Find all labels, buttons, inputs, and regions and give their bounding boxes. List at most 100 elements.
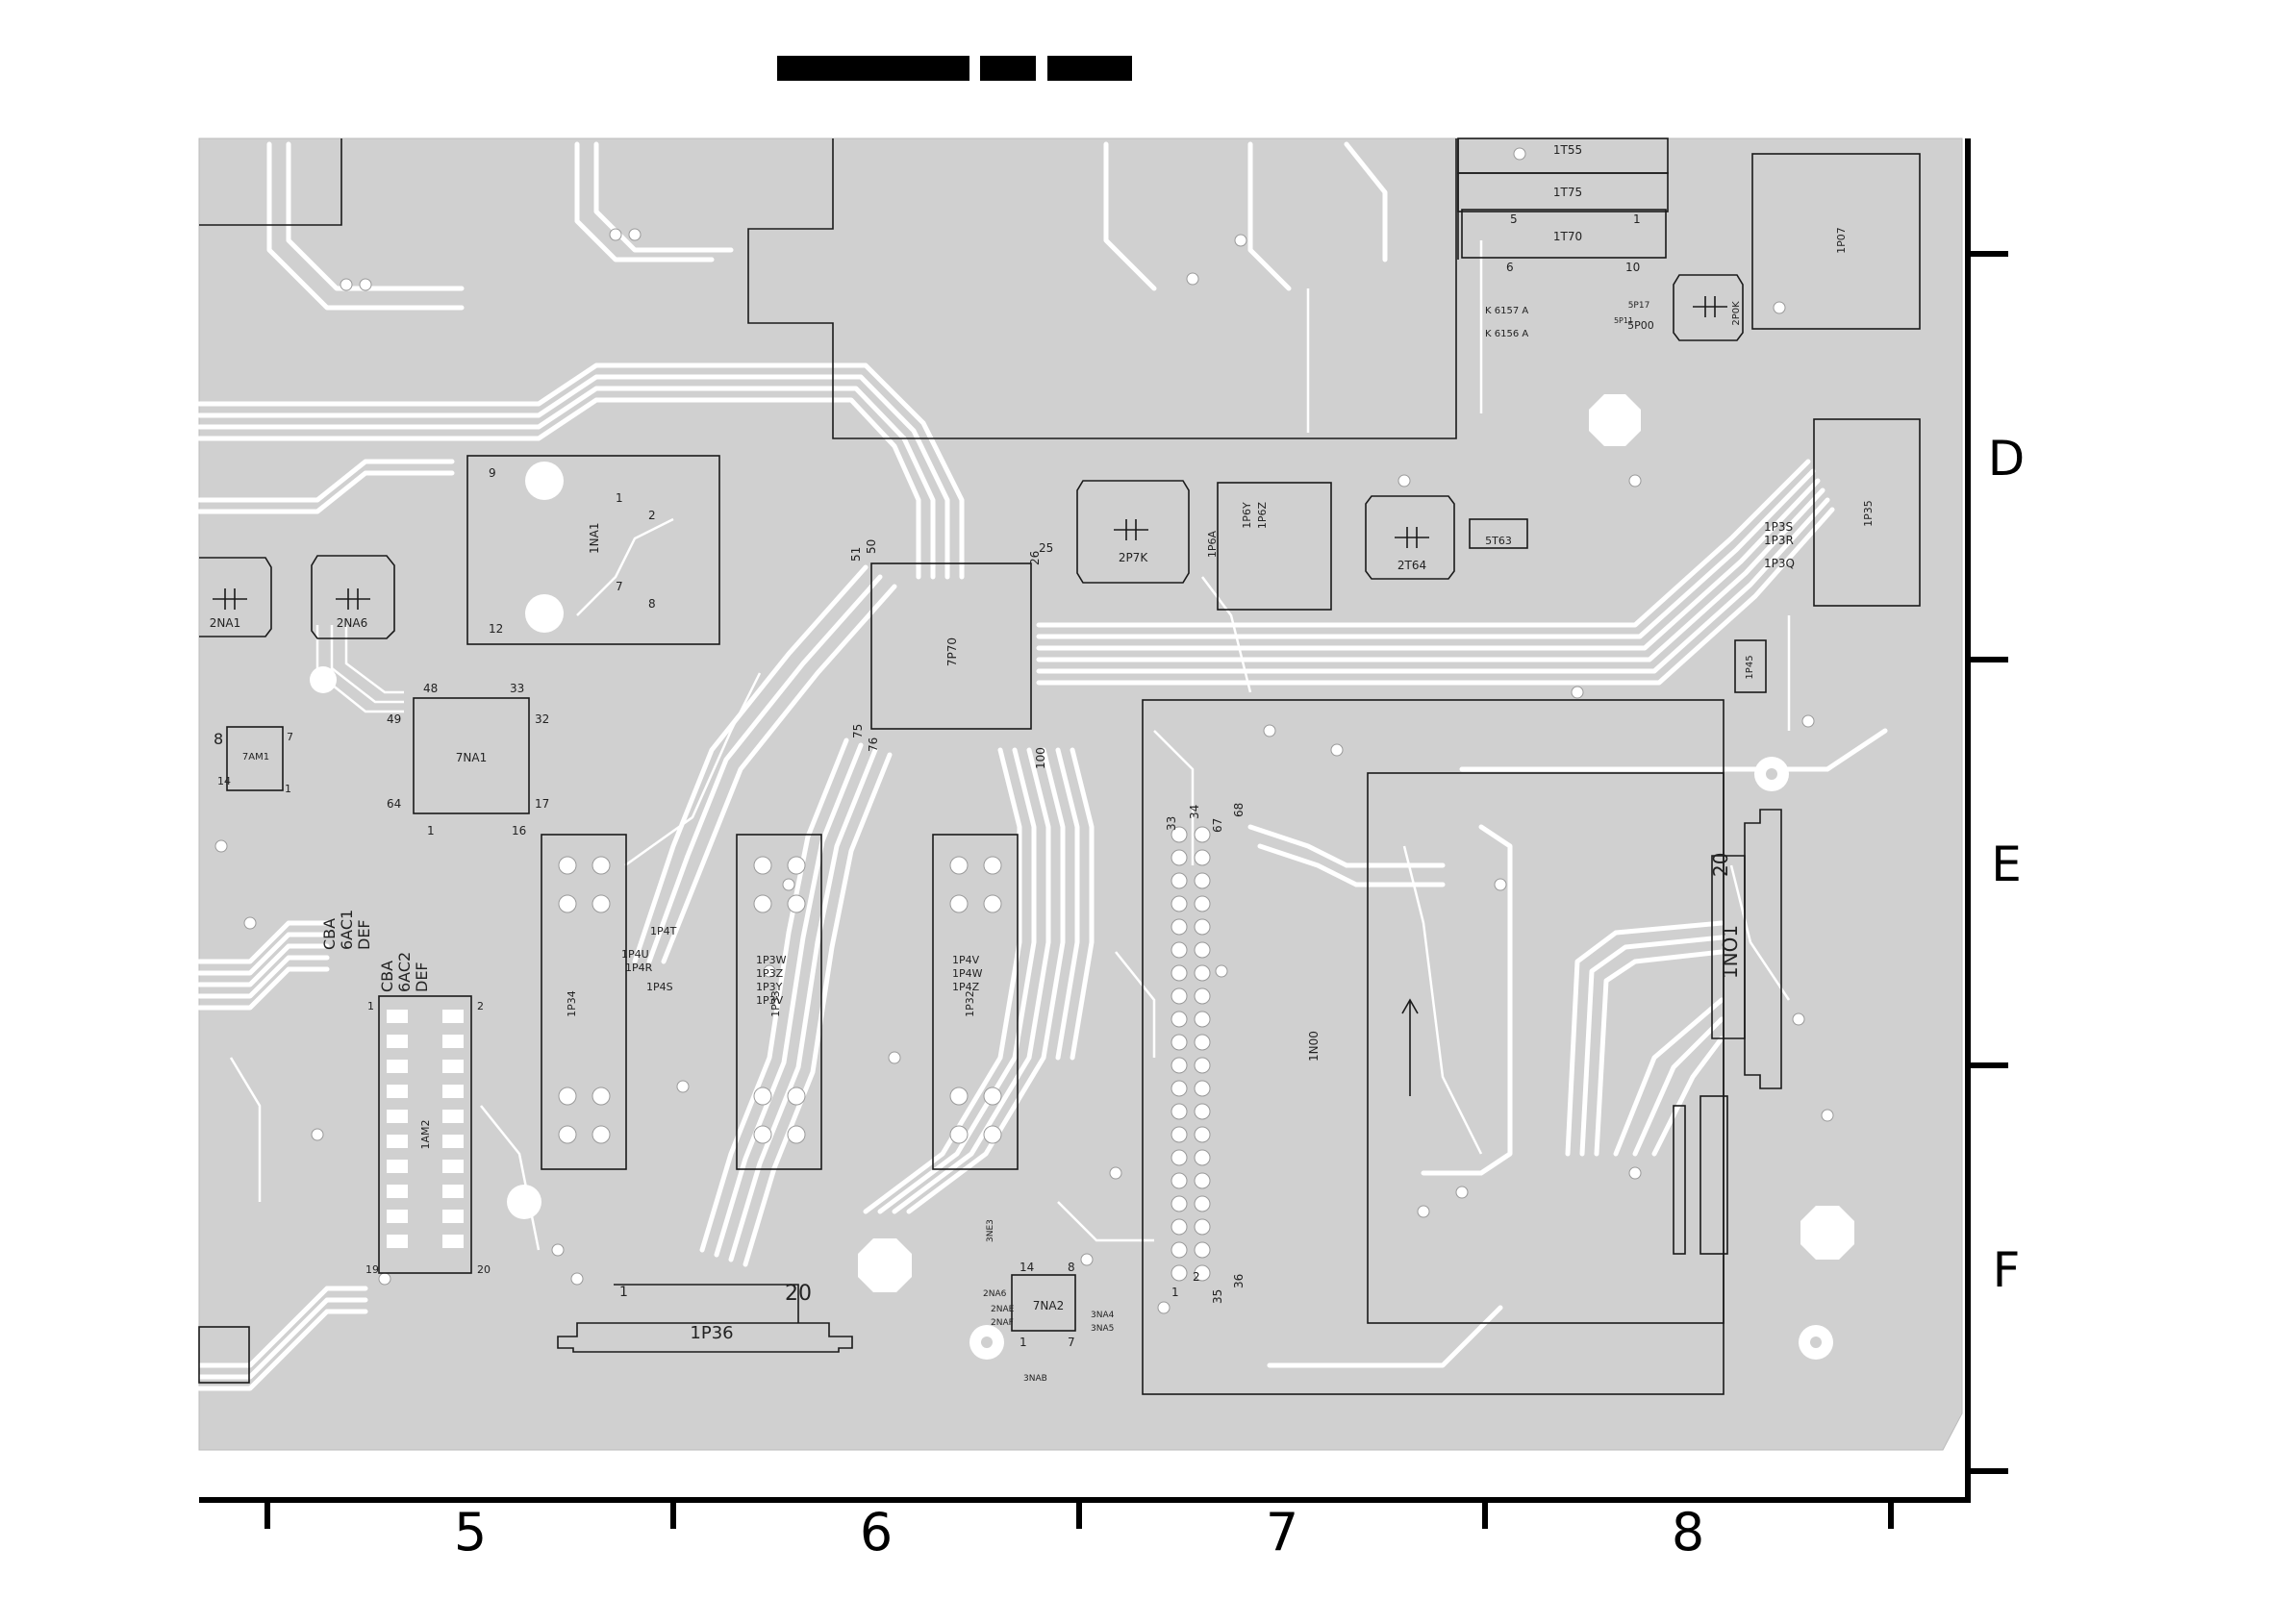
label-1p3r: 1P3R xyxy=(1764,534,1794,547)
component-labels: 1P36 1 20 7P70 25 2 6 50 5 1 75 76 100 7NA… xyxy=(210,143,1875,1384)
label-7na1-p64: 64 xyxy=(387,797,401,811)
insertion-arrow xyxy=(1401,998,1419,1096)
label-1t70-p10: 10 xyxy=(1625,261,1640,274)
grid-column-5: 5 xyxy=(454,1502,487,1562)
title-block-1 xyxy=(777,56,969,81)
label-7am1-p14: 14 xyxy=(217,775,231,787)
label-5t63: 5T63 xyxy=(1485,535,1512,547)
label-1p3w: 1P3W xyxy=(756,954,787,966)
label-def-1: DEF xyxy=(355,919,373,950)
label-7am1-p8: 8 xyxy=(214,730,223,748)
label-7na1: 7NA1 xyxy=(456,751,487,764)
label-5p11: 5P11 xyxy=(1614,316,1633,325)
traces xyxy=(196,141,1888,1391)
label-6ac2: 6AC2 xyxy=(395,952,414,992)
label-1n00: 1N00 xyxy=(1307,1031,1321,1062)
label-7na1-p17: 17 xyxy=(535,797,549,811)
label-7na1-p32: 32 xyxy=(535,712,549,726)
label-1na1-p8: 8 xyxy=(648,597,656,611)
label-1p4z: 1P4Z xyxy=(952,981,980,993)
label-1am2-p19: 19 xyxy=(365,1263,379,1276)
mounting-holes xyxy=(310,394,1854,1360)
label-1p34: 1P34 xyxy=(566,990,578,1017)
label-7am1: 7AM1 xyxy=(242,752,269,762)
label-1p3y: 1P3Y xyxy=(756,981,783,993)
label-1n00-p67: 67 xyxy=(1211,818,1224,833)
label-cba-1: CBA xyxy=(320,918,339,950)
label-1n00-p35: 35 xyxy=(1211,1289,1224,1304)
label-1p3v: 1P3V xyxy=(756,994,784,1007)
label-1p3z: 1P3Z xyxy=(756,967,784,980)
grid-row-F: F xyxy=(1993,1242,2021,1298)
label-1p35: 1P35 xyxy=(1862,500,1875,527)
label-3na4: 3NA4 xyxy=(1091,1311,1115,1320)
label-1t70-p6: 6 xyxy=(1506,261,1514,274)
label-7na2: 7NA2 xyxy=(1033,1299,1064,1312)
label-2p0k: 2P0K xyxy=(1731,301,1742,326)
label-1na1-p12: 12 xyxy=(489,622,503,636)
label-1na1-p7: 7 xyxy=(616,580,623,593)
label-k6157: K 6157 A xyxy=(1485,306,1528,316)
label-1p36-pin1: 1 xyxy=(619,1285,628,1300)
grid-row-E: E xyxy=(1991,837,2022,892)
label-1na1: 1NA1 xyxy=(588,523,601,554)
label-1p3q: 1P3Q xyxy=(1764,557,1795,570)
thin-traces xyxy=(229,240,1791,1251)
label-1p3s: 1P3S xyxy=(1764,520,1793,534)
label-1p36: 1P36 xyxy=(690,1323,733,1343)
label-1no1: 1NO1 xyxy=(1719,925,1742,979)
label-1am2-p1: 1 xyxy=(367,1000,374,1012)
label-7p70-p25: 25 xyxy=(1039,541,1053,555)
label-1na1-p9: 9 xyxy=(489,466,496,480)
label-2p7k: 2P7K xyxy=(1119,551,1149,564)
label-7na2-p7: 7 xyxy=(1068,1336,1075,1349)
label-1t70-p5: 5 xyxy=(1510,212,1518,226)
label-1p4u: 1P4U xyxy=(621,948,649,961)
label-1n00-p34: 34 xyxy=(1188,805,1201,819)
label-1p4s: 1P4S xyxy=(646,981,673,993)
label-1p4t: 1P4T xyxy=(650,925,677,937)
label-1am2-p2: 2 xyxy=(477,1000,484,1012)
label-2t64: 2T64 xyxy=(1397,559,1426,572)
label-7p70-p75: 75 xyxy=(851,724,865,738)
label-5p17: 5P17 xyxy=(1628,301,1650,311)
label-7na1-p49: 49 xyxy=(387,712,401,726)
label-7na1-p1: 1 xyxy=(427,824,435,837)
label-7p70-p76: 76 xyxy=(867,737,880,752)
label-1t75: 1T75 xyxy=(1553,186,1582,199)
header-pads xyxy=(558,856,1002,1144)
label-1am2: 1AM2 xyxy=(419,1119,432,1149)
grid-frame xyxy=(199,138,2008,1529)
label-7na1-p33: 33 xyxy=(510,682,524,695)
label-1t55: 1T55 xyxy=(1553,143,1582,157)
label-3ne3: 3NE3 xyxy=(986,1219,995,1242)
label-1na1-p1: 1 xyxy=(616,491,623,505)
grid-row-D: D xyxy=(1988,431,2026,487)
label-7p70-p50: 50 xyxy=(865,539,878,554)
label-7na1-p16: 16 xyxy=(512,824,526,837)
label-7na2-p1: 1 xyxy=(1020,1336,1027,1349)
label-1p45: 1P45 xyxy=(1745,655,1755,679)
label-7na2-p8: 8 xyxy=(1068,1261,1075,1274)
label-1n00-p36: 36 xyxy=(1232,1274,1246,1288)
label-7p70: 7P70 xyxy=(945,637,959,666)
label-7am1-p1: 1 xyxy=(285,783,291,795)
label-7na2-p14: 14 xyxy=(1020,1261,1034,1274)
label-1no1-p20: 20 xyxy=(1709,853,1732,877)
label-7na1-p48: 48 xyxy=(423,682,438,695)
board-area xyxy=(198,137,1963,1451)
ic-1am2-pads xyxy=(387,1010,464,1248)
label-7p70-p100: 100 xyxy=(1034,747,1047,769)
grid-column-7: 7 xyxy=(1266,1502,1298,1562)
grid-column-6: 6 xyxy=(860,1502,893,1562)
label-2na6b: 2NA6 xyxy=(983,1289,1007,1299)
label-1p6z: 1P6Z xyxy=(1256,501,1269,529)
label-1na1-p2: 2 xyxy=(648,509,656,522)
label-1p32: 1P32 xyxy=(964,990,976,1017)
grid-column-8: 8 xyxy=(1672,1502,1704,1562)
label-1n00-p68: 68 xyxy=(1232,803,1246,817)
label-2na6: 2NA6 xyxy=(337,616,367,630)
connector-1n00-pins xyxy=(1171,826,1211,1282)
label-def-2: DEF xyxy=(413,962,431,992)
